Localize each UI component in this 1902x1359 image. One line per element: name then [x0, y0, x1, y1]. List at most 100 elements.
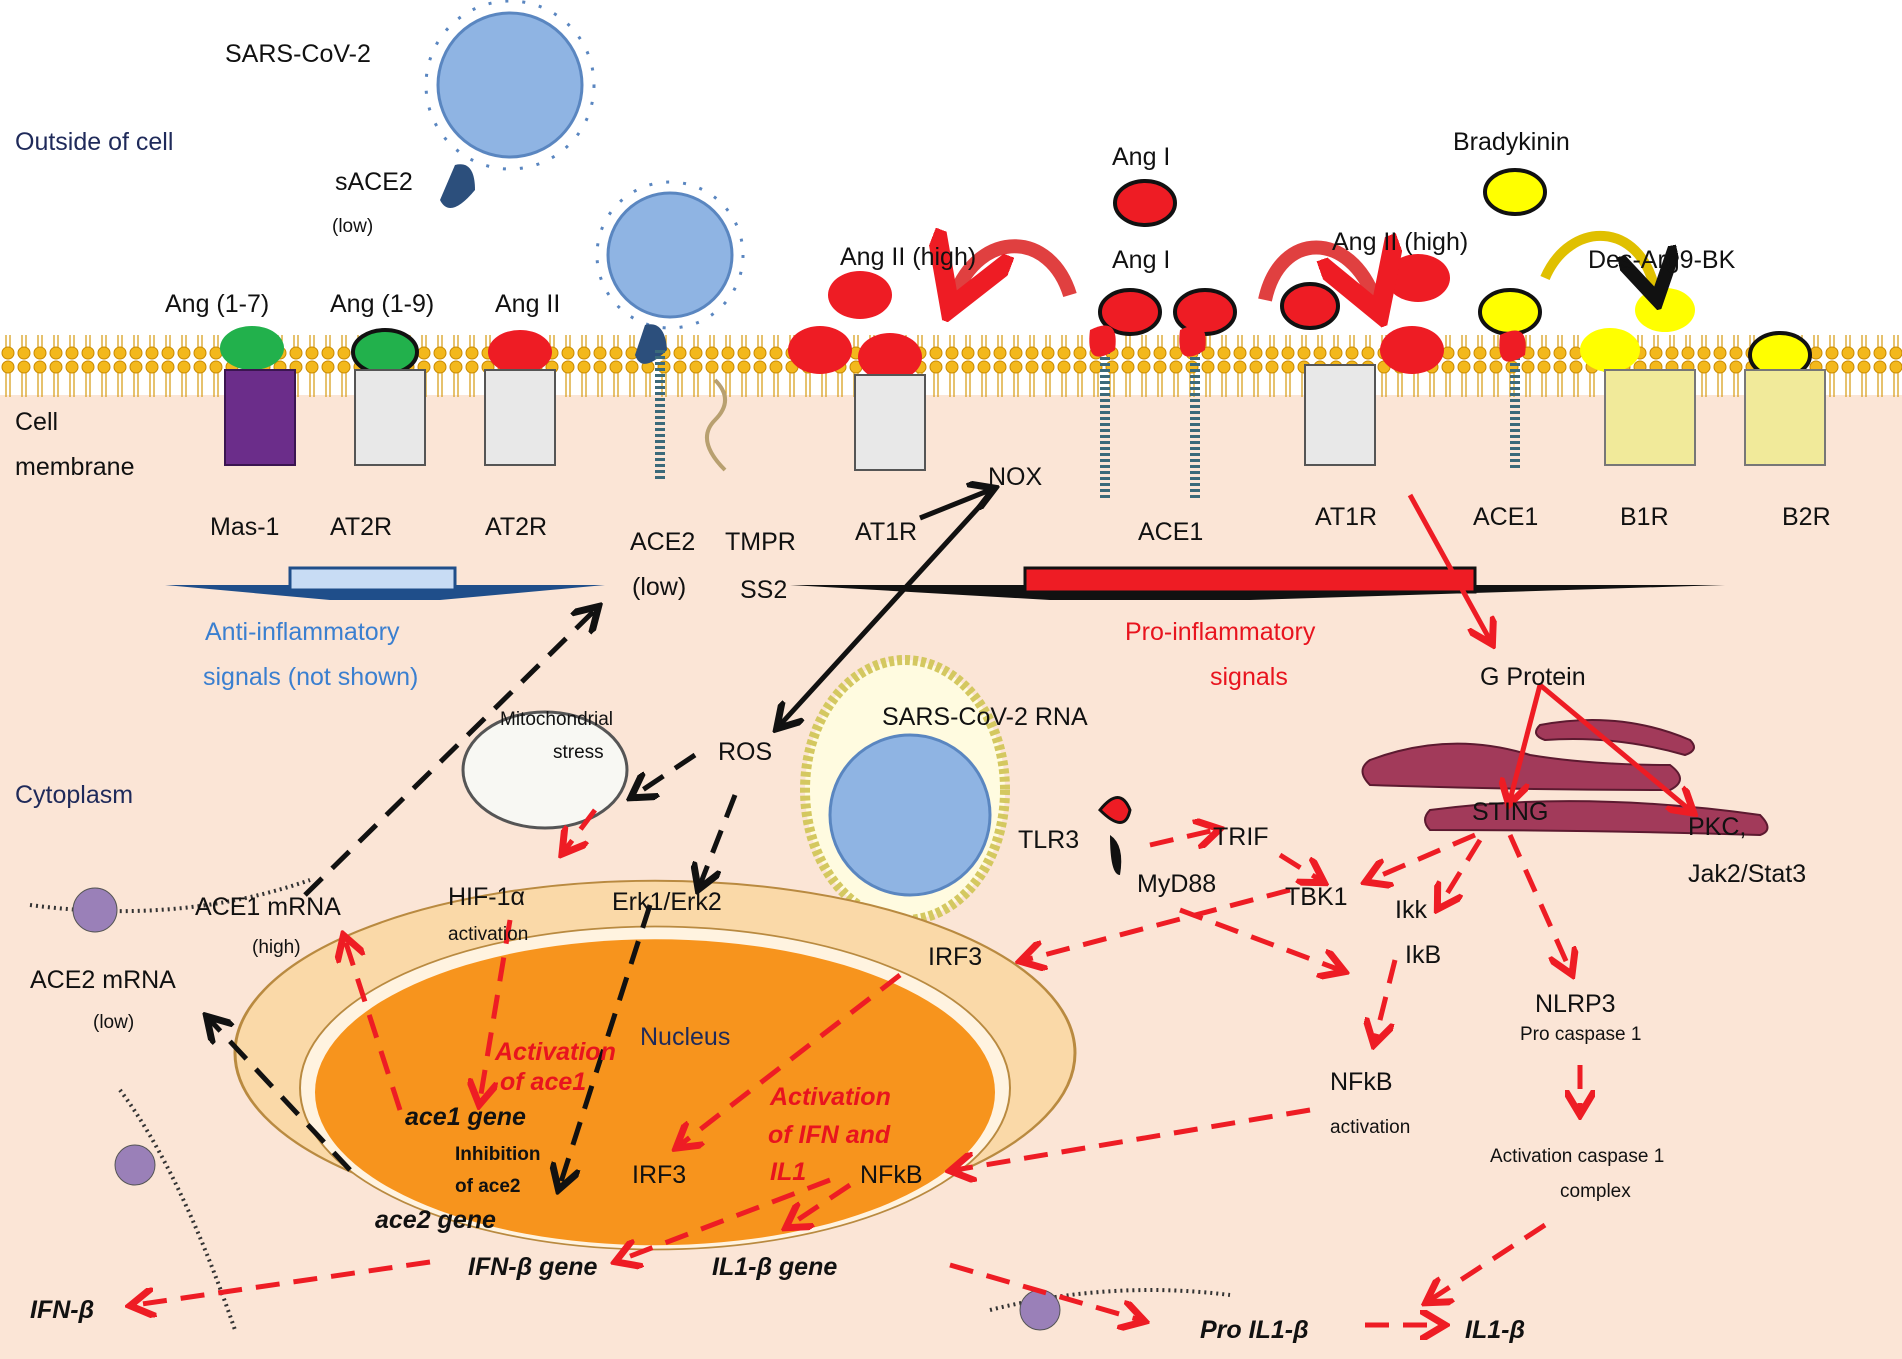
pro-inflammatory-label: Pro-inflammatory: [1125, 618, 1316, 646]
ikb-label: IkB: [1405, 941, 1441, 969]
pro-caspase-label: Pro caspase 1: [1520, 1024, 1641, 1045]
ang2-high-label: Ang II (high): [1332, 228, 1468, 256]
myd88-label: MyD88: [1137, 870, 1216, 898]
ace2-mrna-label: ACE2 mRNA: [30, 966, 176, 994]
trif-label: TRIF: [1213, 823, 1269, 851]
caspase-complex-label: Activation caspase 1: [1490, 1146, 1664, 1167]
caspase-complex-label: complex: [1560, 1181, 1631, 1202]
tbk1-label: TBK1: [1285, 883, 1348, 911]
ace2-label: ACE2: [630, 528, 695, 556]
pro-il1b-label: Pro IL1-β: [1200, 1316, 1309, 1344]
ang2-label: Ang II: [495, 290, 560, 318]
inhibition-ace2-label: Inhibition: [455, 1144, 540, 1165]
ribosome-icon: [72, 887, 118, 933]
ang19-label: Ang (1-9): [330, 290, 434, 318]
jak-stat-label: Jak2/Stat3: [1688, 860, 1806, 888]
b2r-label: B2R: [1782, 503, 1831, 531]
cell-membrane-label: Cell: [15, 408, 58, 436]
ace1-enzymes: [1100, 345, 1520, 500]
at2r-label: AT2R: [330, 513, 392, 541]
bradykinin-label: Bradykinin: [1453, 128, 1570, 156]
at2r-receptor: [484, 369, 556, 466]
il1b-mrna-icon: [989, 1288, 1231, 1312]
ribosome-icon: [114, 1144, 156, 1186]
tlr3-icon: [1097, 796, 1132, 824]
ifnb-label: IFN-β: [30, 1296, 94, 1324]
myd88-icon: [1110, 835, 1122, 875]
sace2-level: (low): [332, 216, 373, 237]
at1r-bound-ang2: [1280, 282, 1340, 330]
inhibition-ace2-label: of ace2: [455, 1176, 520, 1197]
nucleus-label: Nucleus: [640, 1023, 730, 1051]
desarg-label: Des-Arg9-BK: [1588, 246, 1736, 274]
bradykinin-ligand: [1478, 288, 1542, 336]
hif-label: HIF-1α: [448, 883, 525, 911]
pro-inflammatory-label: signals: [1210, 663, 1288, 691]
nfkb-label: NFkB: [1330, 1068, 1393, 1096]
outside-cell-label: Outside of cell: [15, 128, 173, 156]
mito-stress-label: stress: [553, 742, 604, 763]
mito-stress-label: Mitochondrial: [500, 709, 613, 730]
at1r-label: AT1R: [1315, 503, 1377, 531]
ang1-ligand: [1173, 288, 1237, 336]
activation-ace1-label: Activation: [494, 1038, 616, 1066]
ace1-label: ACE1: [1473, 503, 1538, 531]
il1b-gene-label: IL1-β gene: [712, 1253, 837, 1281]
nlrp3-label: NLRP3: [1535, 990, 1616, 1018]
erk-label: Erk1/Erk2: [612, 888, 722, 916]
sting-label: STING: [1472, 798, 1548, 826]
golgi-icon: [1361, 719, 1769, 837]
anti-signal-box: [288, 566, 457, 592]
irf3-label: IRF3: [928, 943, 982, 971]
at1r-receptor: [1304, 364, 1376, 466]
ros-label: ROS: [718, 738, 772, 766]
ace1-mrna-icon: [29, 878, 311, 914]
ace1-mrna-level: (high): [252, 937, 301, 958]
ang1-label: Ang I: [1112, 246, 1170, 274]
ace1-label: ACE1: [1138, 518, 1203, 546]
ang17-ligand: [220, 326, 284, 370]
at1r-receptor: [854, 374, 926, 471]
anti-signal-bar: [165, 585, 605, 600]
sace2-label: sACE2: [335, 168, 413, 196]
b1r-label: B1R: [1620, 503, 1669, 531]
ace1-gene-label: ace1 gene: [405, 1103, 526, 1131]
ang17-label: Ang (1-7): [165, 290, 269, 318]
bradykinin-ligand: [1483, 168, 1547, 216]
cell-membrane-label: membrane: [15, 453, 135, 481]
ribosome-icon: [1019, 1289, 1061, 1331]
ang2-high-label: Ang II (high): [840, 243, 976, 271]
ifnb-gene-label: IFN-β gene: [468, 1253, 598, 1281]
tlr3-label: TLR3: [1018, 826, 1079, 854]
nox-label: NOX: [988, 463, 1043, 491]
desarg-ligand: [1580, 328, 1640, 372]
pro-signal-box: [1023, 566, 1477, 594]
mitochondrion-icon: [461, 710, 629, 830]
ace2-mrna-level: (low): [93, 1012, 134, 1033]
ace1-heads: [1089, 325, 1526, 362]
ace1-mrna-label: ACE1 mRNA: [195, 893, 341, 921]
virus-bound-ace2-icon: [595, 180, 745, 480]
virus-icon: [424, 0, 596, 171]
activation-ifn-label: Activation: [769, 1083, 891, 1111]
tmprss2-label: SS2: [740, 576, 787, 604]
conversion-arrow: [955, 246, 1077, 295]
nfkb-activation-label: activation: [1330, 1117, 1410, 1138]
tmprss2-label: TMPR: [725, 528, 796, 556]
conversion-arrow: [1540, 230, 1655, 290]
g-protein-label: G Protein: [1480, 663, 1586, 691]
pkc-label: PKC,: [1688, 813, 1746, 841]
endosome-virus-icon: [828, 733, 992, 897]
nucleus-irf3-label: IRF3: [632, 1161, 686, 1189]
ikk-label: Ikk: [1395, 896, 1427, 924]
anti-inflammatory-label: signals (not shown): [203, 663, 418, 691]
ang1-label: Ang I: [1112, 143, 1170, 171]
at1r-label: AT1R: [855, 518, 917, 546]
cytoplasm-label: Cytoplasm: [15, 781, 133, 809]
ang1-ligand: [1098, 288, 1162, 336]
ace2-level: (low): [632, 573, 686, 601]
mas1-receptor: [224, 369, 296, 466]
viral-rna-label: SARS-CoV-2 RNA: [882, 703, 1088, 731]
b1r-receptor: [1604, 369, 1696, 466]
hif-label: activation: [448, 924, 528, 945]
